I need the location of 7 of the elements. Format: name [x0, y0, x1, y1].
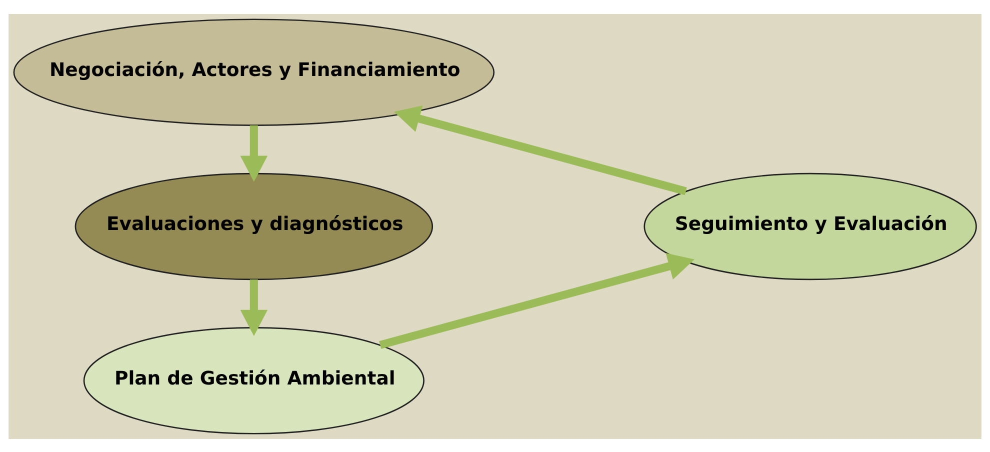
arrow [379, 252, 694, 348]
arrow [394, 104, 687, 195]
node-ellipse: Evaluaciones y diagnósticos [74, 172, 434, 280]
node-ellipse: Plan de Gestión Ambiental [83, 326, 424, 434]
node-ellipse: Negociación, Actores y Financiamiento [13, 18, 495, 126]
arrow [240, 124, 268, 182]
arrow [240, 279, 268, 336]
